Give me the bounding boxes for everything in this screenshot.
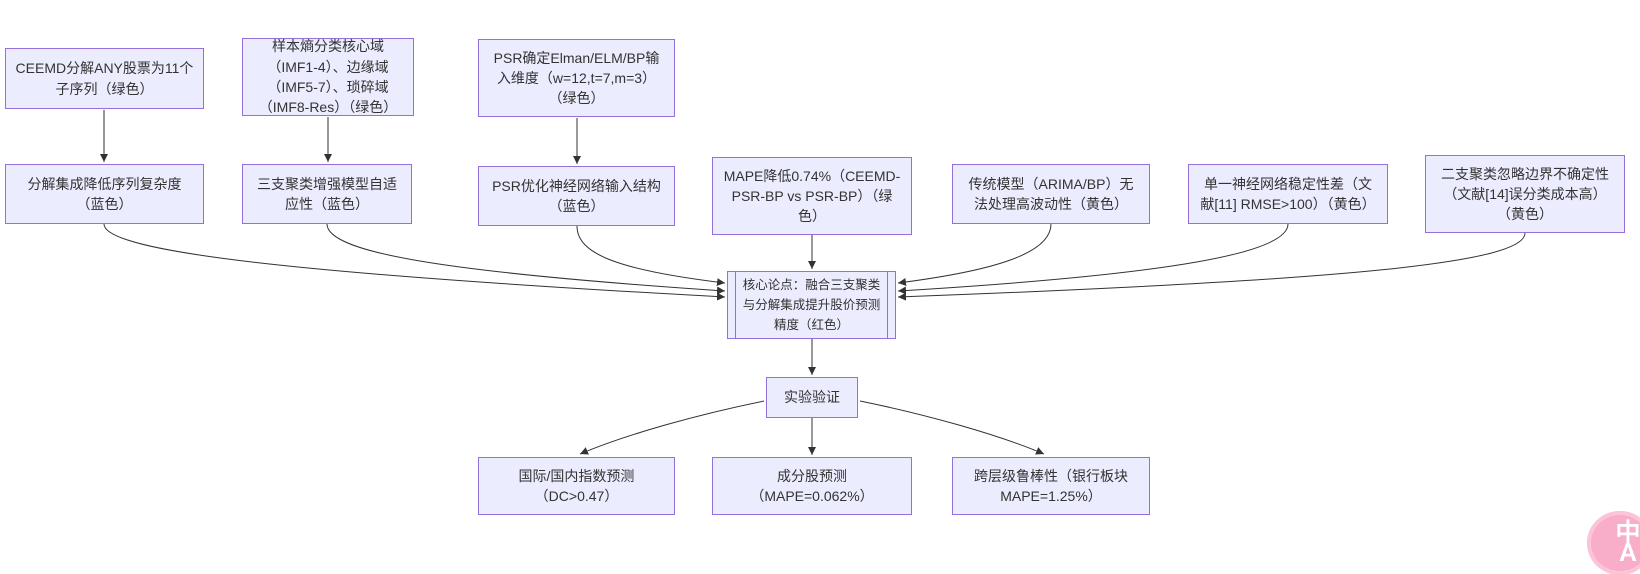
node-label: 实验验证 [784, 389, 840, 406]
node-label: PSR优化神经网络输入结构（蓝色） [492, 177, 661, 214]
subroutine-border-line [887, 272, 888, 338]
node-label: 国际/国内指数预测（DC>0.47） [518, 467, 635, 504]
edge-L-M [579, 400, 765, 455]
diagram-node-N: 成分股预测（MAPE=0.062%） [712, 457, 912, 515]
node-label: PSR确定Elman/ELM/BP输入维度（w=12,t=7,m=3）（绿色） [493, 49, 660, 107]
translate-badge-zh: 中 [1615, 518, 1640, 547]
diagram-node-A: CEEMD分解ANY股票为11个子序列（绿色） [5, 48, 204, 109]
node-label: 核心论点：融合三支聚类与分解集成提升股价预测精度（红色） [742, 278, 881, 332]
edge-J-K [897, 232, 1526, 301]
edge-F-K [576, 225, 726, 287]
node-label: 三支聚类增强模型自适应性（蓝色） [257, 175, 397, 212]
node-label: 跨层级鲁棒性（银行板块MAPE=1.25%） [974, 467, 1128, 504]
node-label: 二支聚类忽略边界不确定性（文献[14]误分类成本高）（黄色） [1441, 165, 1609, 223]
diagram-node-K: 核心论点：融合三支聚类与分解集成提升股价预测精度（红色） [727, 271, 896, 339]
translate-badge-en: A [1618, 539, 1638, 567]
diagram-node-D: 分解集成降低序列复杂度（蓝色） [5, 164, 204, 224]
translate-badge[interactable]: 中 A [1587, 511, 1640, 574]
diagram-node-M: 国际/国内指数预测（DC>0.47） [478, 457, 675, 515]
edge-L-O [859, 400, 1045, 455]
diagram-node-G: MAPE降低0.74%（CEEMD-PSR-BP vs PSR-BP）（绿色） [712, 157, 912, 235]
subroutine-border-line [735, 272, 736, 338]
node-label: MAPE降低0.74%（CEEMD-PSR-BP vs PSR-BP）（绿色） [723, 167, 901, 225]
diagram-node-E: 三支聚类增强模型自适应性（蓝色） [242, 164, 412, 224]
edge-I-K [897, 223, 1289, 295]
diagram-node-J: 二支聚类忽略边界不确定性（文献[14]误分类成本高）（黄色） [1425, 155, 1625, 233]
diagram-node-B: 样本熵分类核心域（IMF1-4）、边缘域（IMF5-7）、琐碎域（IMF8-Re… [242, 38, 414, 116]
diagram-node-C: PSR确定Elman/ELM/BP输入维度（w=12,t=7,m=3）（绿色） [478, 39, 675, 117]
node-label: 单一神经网络稳定性差（文献[11] RMSE>100）（黄色） [1200, 175, 1376, 212]
diagram-node-O: 跨层级鲁棒性（银行板块MAPE=1.25%） [952, 457, 1150, 515]
diagram-node-L: 实验验证 [766, 377, 858, 418]
diagram-node-F: PSR优化神经网络输入结构（蓝色） [478, 166, 675, 226]
diagram-node-I: 单一神经网络稳定性差（文献[11] RMSE>100）（黄色） [1188, 164, 1388, 224]
node-label: CEEMD分解ANY股票为11个子序列（绿色） [15, 60, 194, 97]
node-label: 成分股预测（MAPE=0.062%） [750, 467, 874, 504]
node-label: 分解集成降低序列复杂度（蓝色） [27, 175, 182, 212]
edge-H-K [897, 223, 1052, 286]
node-label: 传统模型（ARIMA/BP）无法处理高波动性（黄色） [968, 175, 1134, 212]
diagram-node-H: 传统模型（ARIMA/BP）无法处理高波动性（黄色） [952, 164, 1150, 224]
edges-group [100, 110, 1526, 455]
edge-D-K [103, 223, 726, 301]
edge-E-K [326, 223, 726, 295]
node-label: 样本熵分类核心域（IMF1-4）、边缘域（IMF5-7）、琐碎域（IMF8-Re… [258, 38, 398, 116]
